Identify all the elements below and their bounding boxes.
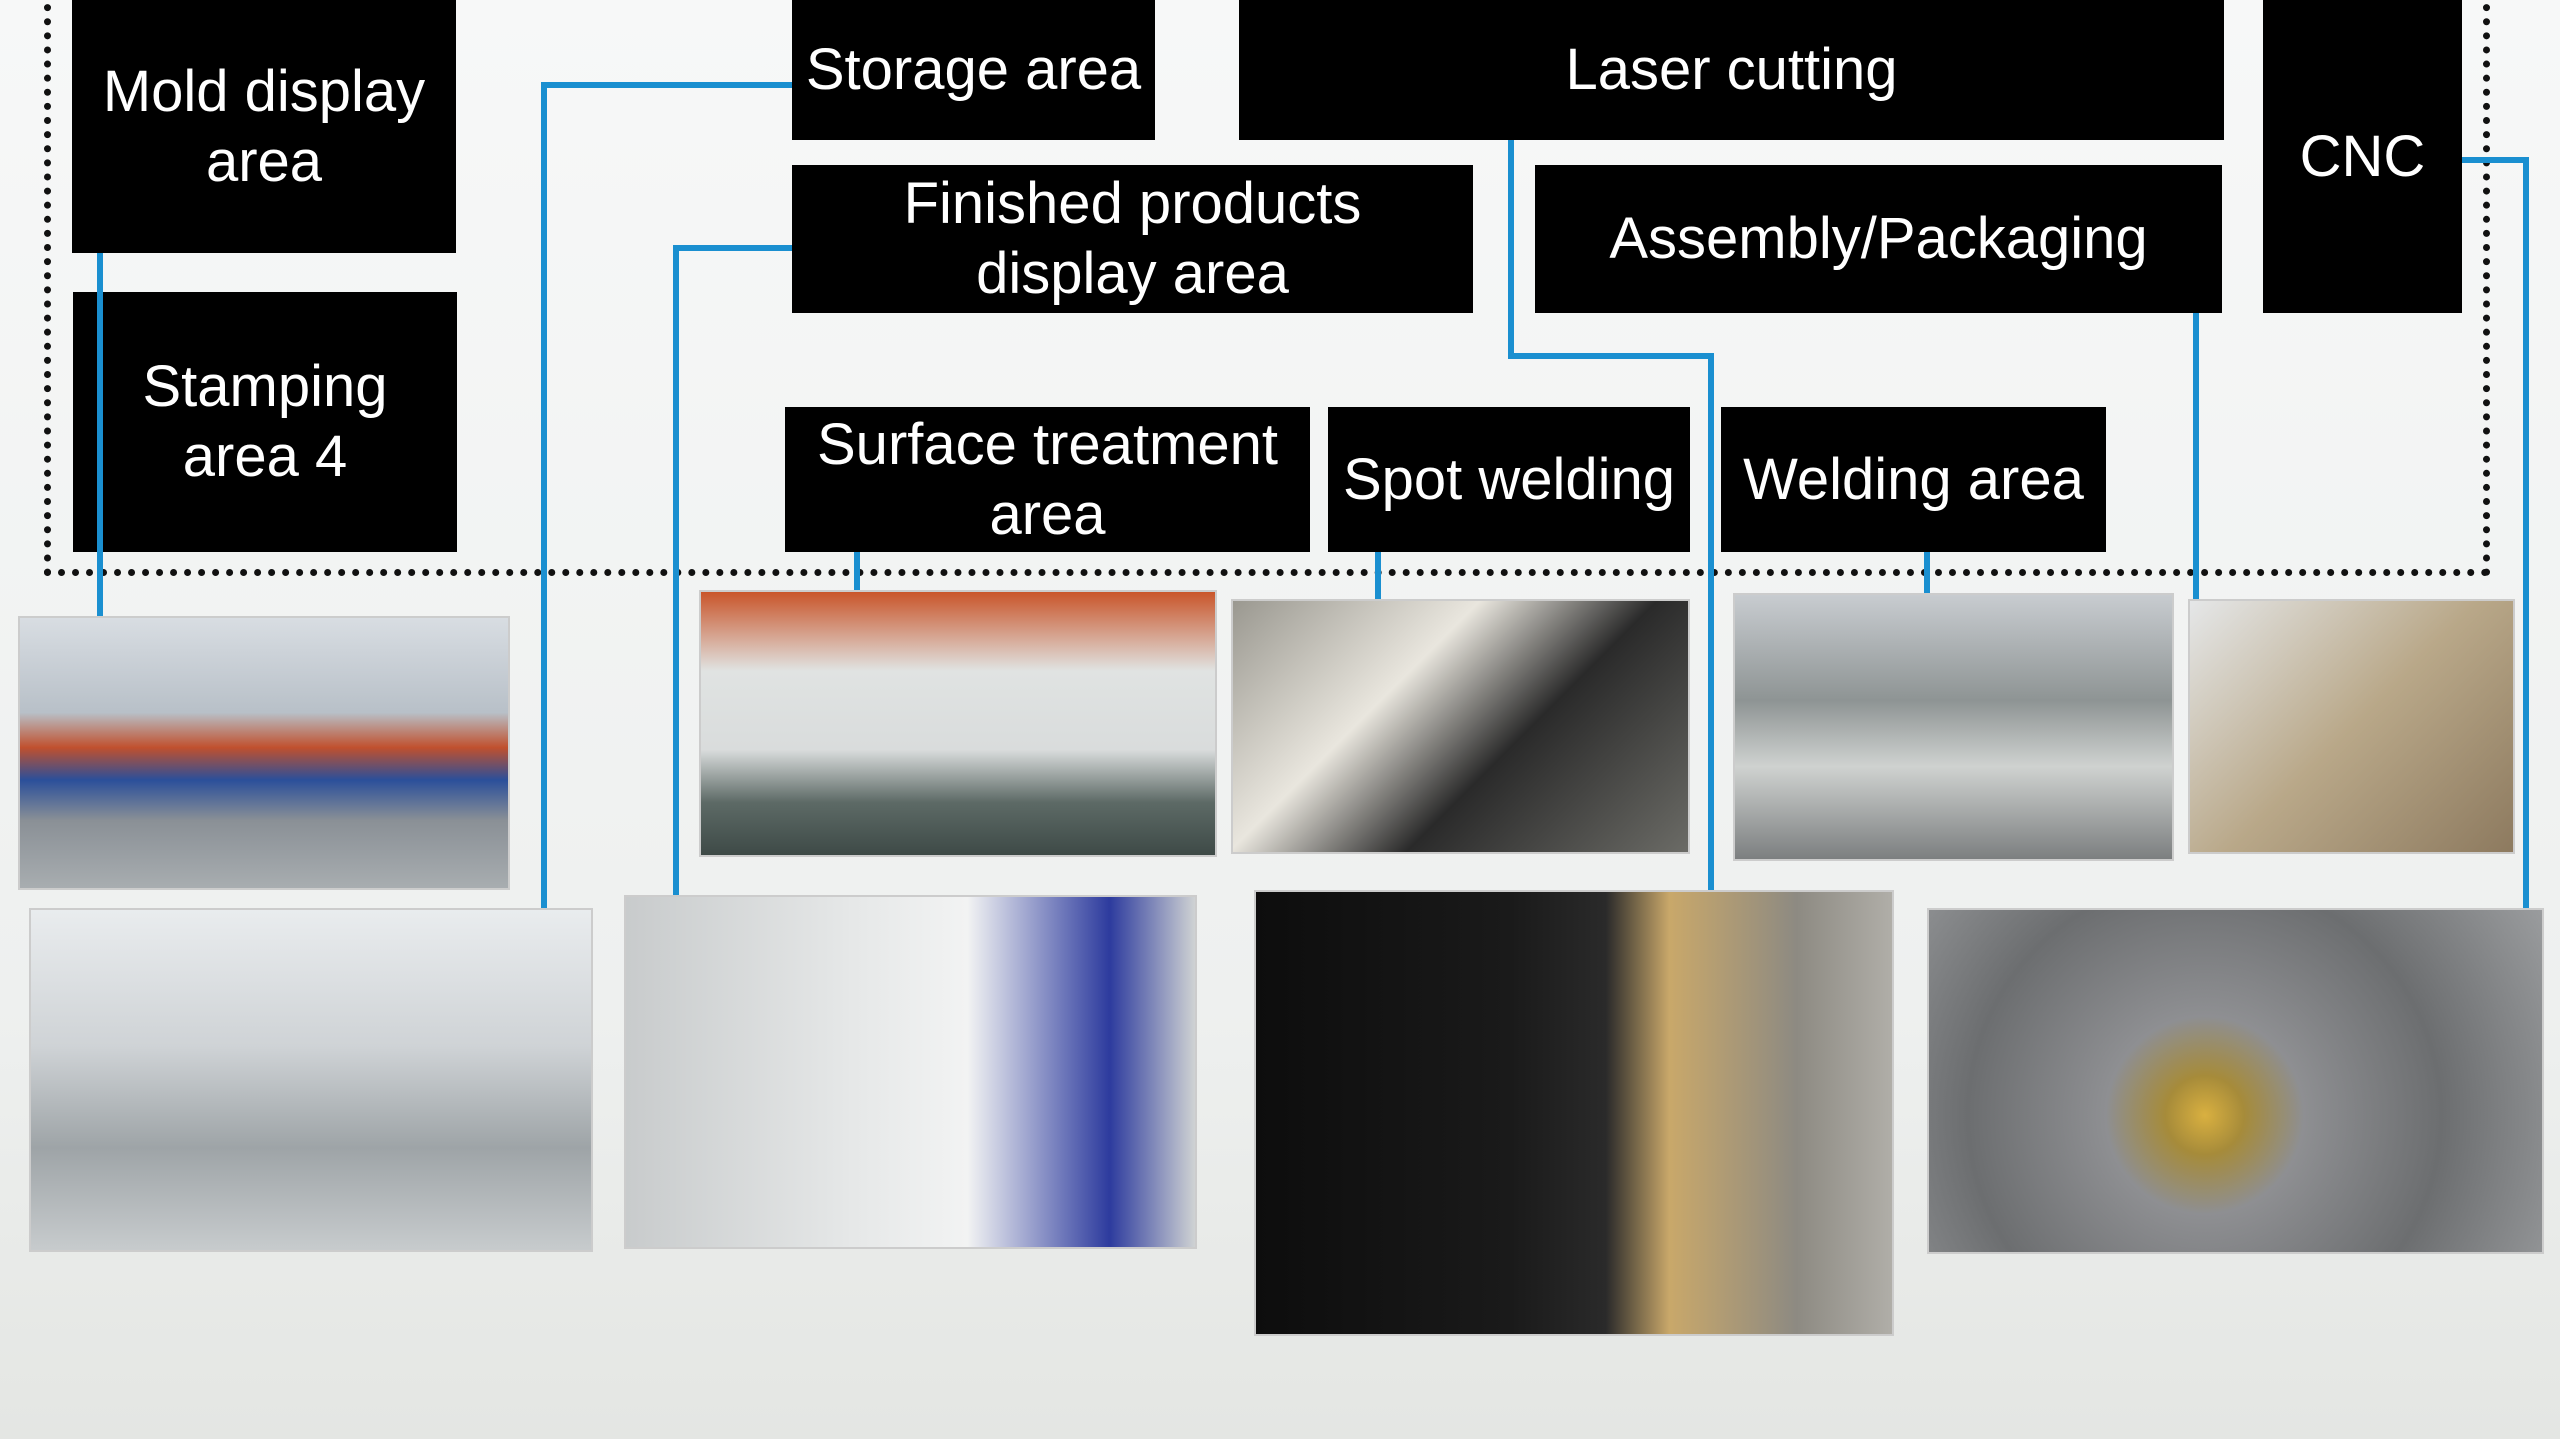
connector-laser-v2 (1708, 353, 1714, 890)
photo-assembly-packaging (2188, 599, 2515, 854)
photo-mold-shelves (18, 616, 510, 890)
label-spot-welding: Spot welding (1328, 407, 1690, 552)
label-welding-area: Welding area (1721, 407, 2106, 552)
connector-storage-v (541, 82, 547, 908)
label-surface-treatment: Surface treatment area (785, 407, 1310, 552)
connector-assembly (2193, 313, 2199, 599)
zone-dotted-border (44, 0, 2490, 576)
label-mold-display-area: Mold display area (72, 0, 456, 253)
photo-laser-cutting-machine (1254, 890, 1894, 1336)
connector-mold (97, 253, 103, 616)
connector-cnc-h (2462, 157, 2529, 163)
connector-finished-h (676, 245, 792, 251)
connector-surface (854, 552, 860, 590)
connector-laser-h (1508, 353, 1714, 359)
connector-finished-v (673, 245, 679, 895)
connector-spot (1375, 552, 1381, 599)
label-stamping-area: Stamping area 4 (73, 292, 457, 552)
photo-welding-area (1733, 593, 2174, 861)
connector-cnc-v (2523, 157, 2529, 908)
photo-surface-treatment (699, 590, 1217, 857)
label-finished-products: Finished products display area (792, 165, 1473, 313)
photo-cnc-machine (1927, 908, 2544, 1254)
label-laser-cutting: Laser cutting (1239, 0, 2224, 140)
connector-storage-h (544, 82, 792, 88)
label-storage-area: Storage area (792, 0, 1155, 140)
photo-stamping-storage (29, 908, 593, 1252)
photo-spot-welding (1231, 599, 1690, 854)
label-assembly-packaging: Assembly/Packaging (1535, 165, 2222, 313)
photo-finished-products-hall (624, 895, 1197, 1249)
connector-welding (1924, 552, 1930, 593)
label-cnc: CNC (2263, 0, 2462, 313)
connector-laser-v1 (1508, 140, 1514, 356)
